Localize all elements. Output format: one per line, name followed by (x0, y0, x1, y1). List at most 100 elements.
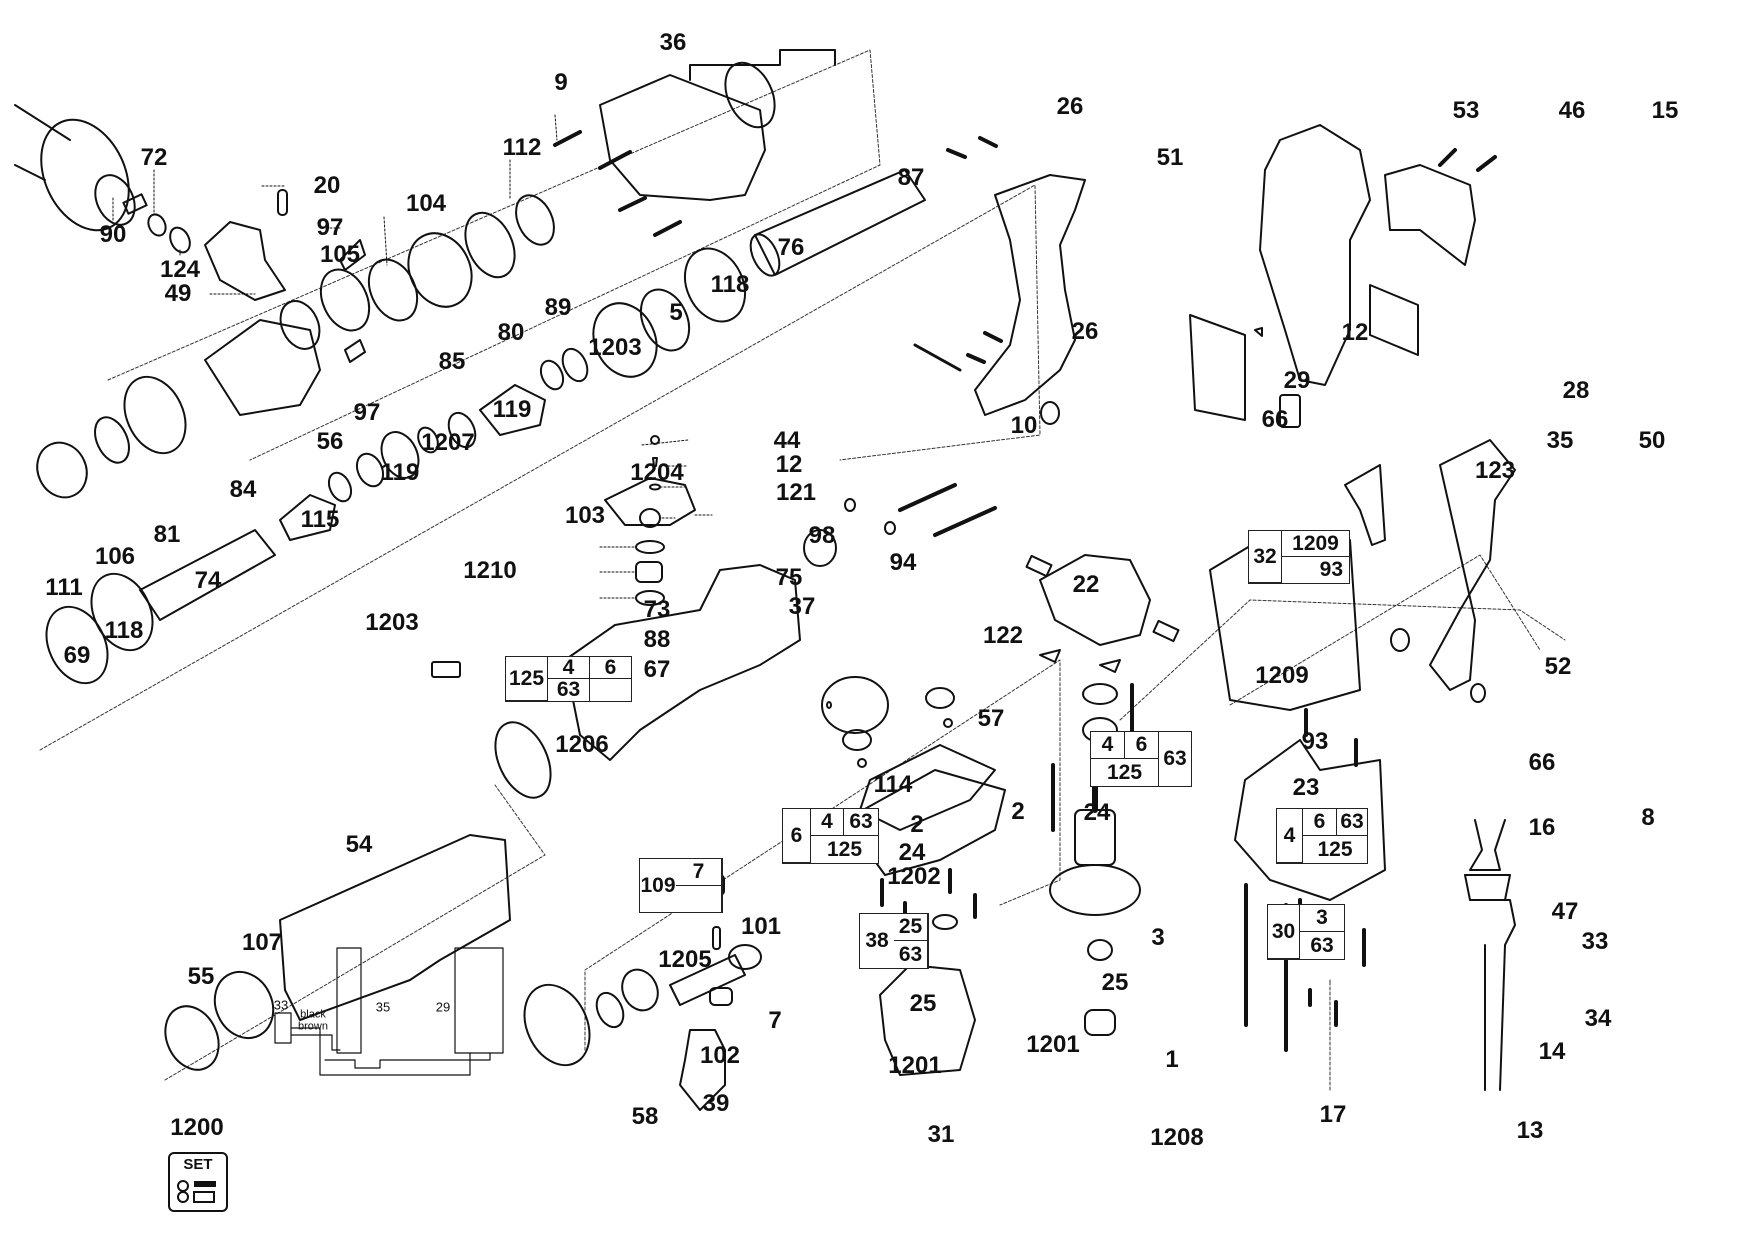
callout-88[interactable]: 88 (643, 626, 671, 653)
kit-cell[interactable]: 4 (548, 656, 590, 679)
callout-94[interactable]: 94 (889, 549, 917, 576)
kit-cell[interactable]: 63 (1163, 747, 1187, 770)
kit-cell[interactable]: 125 (1317, 837, 1353, 861)
callout-74[interactable]: 74 (194, 567, 222, 594)
callout-50[interactable]: 50 (1638, 427, 1666, 454)
callout-1201-b[interactable]: 1201 (888, 1052, 942, 1079)
callout-119-a[interactable]: 119 (492, 396, 532, 423)
callout-105[interactable]: 105 (319, 241, 361, 268)
callout-28[interactable]: 28 (1562, 377, 1590, 404)
kit-cell[interactable]: 125 (826, 837, 863, 861)
callout-2-b[interactable]: 2 (1011, 798, 1025, 825)
callout-2-a[interactable]: 2 (910, 811, 924, 838)
kit-cell[interactable]: 4 (1277, 809, 1303, 863)
callout-112[interactable]: 112 (502, 134, 542, 161)
callout-24-b[interactable]: 24 (1083, 799, 1111, 826)
callout-104[interactable]: 104 (405, 190, 447, 217)
callout-44[interactable]: 44 (773, 427, 801, 454)
callout-124[interactable]: 124 (159, 256, 201, 283)
kit-cell[interactable]: 6 (1125, 732, 1159, 759)
kit-cell[interactable]: 63 (548, 678, 590, 701)
callout-25-b[interactable]: 25 (1101, 969, 1129, 996)
callout-106[interactable]: 106 (94, 543, 136, 570)
callout-85[interactable]: 85 (438, 348, 466, 375)
callout-13[interactable]: 13 (1516, 1117, 1544, 1144)
callout-58[interactable]: 58 (631, 1103, 659, 1130)
kit-cell[interactable]: 4 (1091, 732, 1125, 759)
kit-cell[interactable]: 30 (1268, 905, 1300, 959)
callout-66-b[interactable]: 66 (1528, 749, 1556, 776)
callout-37[interactable]: 37 (788, 593, 816, 620)
callout-31[interactable]: 31 (927, 1121, 955, 1148)
callout-5[interactable]: 5 (669, 299, 683, 326)
callout-54[interactable]: 54 (345, 831, 373, 858)
callout-101[interactable]: 101 (740, 913, 782, 940)
callout-1206[interactable]: 1206 (555, 731, 609, 758)
kit-cell[interactable]: 25 (894, 914, 928, 941)
callout-1201-a[interactable]: 1201 (1026, 1031, 1080, 1058)
kit-cell[interactable]: 32 (1249, 531, 1282, 583)
callout-98[interactable]: 98 (808, 522, 836, 549)
callout-34[interactable]: 34 (1584, 1005, 1612, 1032)
callout-20[interactable]: 20 (313, 172, 341, 199)
callout-14[interactable]: 14 (1538, 1038, 1566, 1065)
callout-114[interactable]: 114 (873, 771, 913, 798)
callout-75[interactable]: 75 (775, 564, 803, 591)
callout-10[interactable]: 10 (1010, 412, 1038, 439)
callout-87[interactable]: 87 (897, 164, 925, 191)
callout-80[interactable]: 80 (497, 319, 525, 346)
callout-56[interactable]: 56 (316, 428, 344, 455)
kit-cell[interactable]: 38 (865, 929, 889, 952)
callout-1208[interactable]: 1208 (1150, 1124, 1204, 1151)
kit-cell[interactable]: 109 (640, 873, 676, 897)
callout-33[interactable]: 33 (1581, 928, 1609, 955)
callout-73[interactable]: 73 (643, 596, 671, 623)
set-number[interactable]: 1200 (170, 1114, 224, 1141)
callout-81[interactable]: 81 (153, 521, 181, 548)
callout-89[interactable]: 89 (544, 294, 572, 321)
callout-123[interactable]: 123 (1474, 457, 1516, 484)
kit-cell[interactable]: 63 (844, 809, 878, 836)
callout-1209[interactable]: 1209 (1255, 662, 1309, 689)
callout-24-a[interactable]: 24 (898, 839, 926, 866)
callout-1203-a[interactable]: 1203 (588, 334, 642, 361)
kit-cell[interactable]: 3 (1300, 905, 1344, 932)
callout-93[interactable]: 93 (1301, 728, 1329, 755)
callout-36[interactable]: 36 (659, 29, 687, 56)
callout-26-b[interactable]: 26 (1071, 318, 1099, 345)
callout-119-b[interactable]: 119 (380, 459, 420, 486)
callout-46[interactable]: 46 (1558, 97, 1586, 124)
callout-67[interactable]: 67 (643, 656, 671, 683)
callout-25-a[interactable]: 25 (909, 990, 937, 1017)
callout-1207[interactable]: 1207 (421, 429, 475, 456)
callout-1202[interactable]: 1202 (887, 863, 941, 890)
callout-90[interactable]: 90 (99, 221, 127, 248)
callout-97-a[interactable]: 97 (316, 214, 344, 241)
callout-76[interactable]: 76 (777, 234, 805, 261)
callout-1203-b[interactable]: 1203 (365, 609, 419, 636)
kit-cell[interactable]: 93 (1319, 558, 1343, 581)
callout-49[interactable]: 49 (164, 280, 192, 307)
set-badge[interactable]: SET (168, 1152, 228, 1212)
callout-29[interactable]: 29 (1283, 367, 1311, 394)
callout-72[interactable]: 72 (140, 144, 168, 171)
callout-26-a[interactable]: 26 (1056, 93, 1084, 120)
callout-16[interactable]: 16 (1528, 814, 1556, 841)
callout-107[interactable]: 107 (241, 929, 283, 956)
callout-1204[interactable]: 1204 (630, 459, 684, 486)
kit-cell[interactable]: 4 (811, 809, 844, 836)
callout-1[interactable]: 1 (1165, 1046, 1179, 1073)
callout-15[interactable]: 15 (1651, 97, 1679, 124)
callout-122[interactable]: 122 (982, 622, 1024, 649)
callout-121[interactable]: 121 (775, 479, 817, 506)
callout-51[interactable]: 51 (1156, 144, 1184, 171)
callout-3[interactable]: 3 (1151, 924, 1165, 951)
callout-118-b[interactable]: 118 (104, 617, 144, 644)
callout-8[interactable]: 8 (1641, 804, 1655, 831)
callout-102[interactable]: 102 (699, 1042, 741, 1069)
callout-84[interactable]: 84 (229, 476, 257, 503)
callout-7[interactable]: 7 (768, 1007, 782, 1034)
callout-12-b[interactable]: 12 (1341, 319, 1369, 346)
callout-47[interactable]: 47 (1551, 898, 1579, 925)
callout-53[interactable]: 53 (1452, 97, 1480, 124)
